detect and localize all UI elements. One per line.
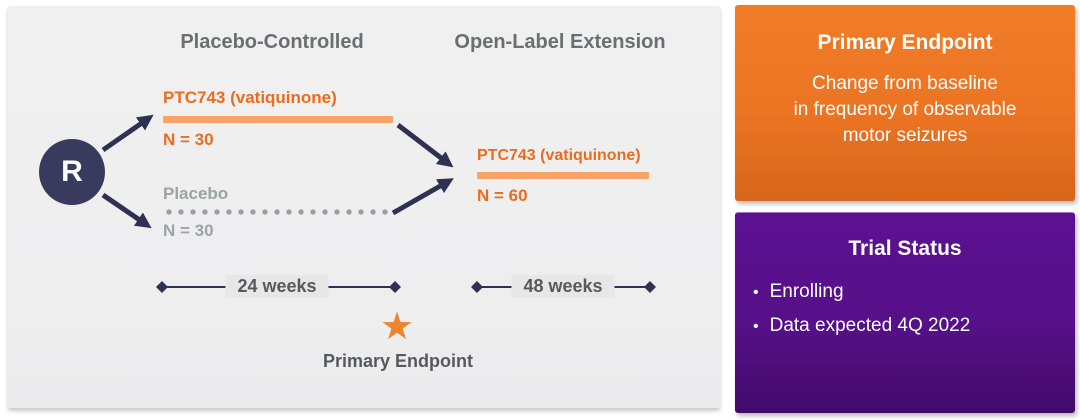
trial-status-card-title: Trial Status [848, 237, 962, 260]
extension-arm-label: PTC743 (vatiquinone) [477, 147, 641, 164]
timeline2-diamond-right [644, 281, 656, 293]
randomize-arrow-down [101, 192, 152, 229]
primary-endpoint-card: Primary Endpoint Change from baseline in… [735, 5, 1075, 201]
trial-design-panel: Placebo-Controlled Open-Label Extension [8, 6, 720, 408]
timeline1-label: 24 weeks [225, 275, 329, 298]
arm2-dotted-bar [163, 209, 391, 215]
phase1-header: Placebo-Controlled [180, 31, 364, 53]
bullet-icon: • [753, 284, 759, 301]
trial-status-bullet-text: Data expected 4Q 2022 [769, 315, 971, 336]
randomization-node: R [39, 139, 105, 205]
list-item: • Data expected 4Q 2022 [753, 309, 1075, 343]
endpoint-body-line: Change from baseline [812, 73, 998, 94]
extension-arm-n: N = 60 [477, 186, 528, 205]
trial-status-card: Trial Status • Enrolling • Data expected… [735, 212, 1075, 413]
trial-status-bullet-list: • Enrolling • Data expected 4Q 2022 [735, 275, 1075, 343]
arm1-n: N = 30 [163, 130, 214, 149]
arm1-label: PTC743 (vatiquinone) [163, 88, 337, 107]
endpoint-body-line: motor seizures [842, 125, 968, 146]
randomize-arrow-up [101, 114, 154, 153]
arm1-bar [163, 116, 393, 123]
timeline1-diamond-left [156, 281, 168, 293]
connector-layer [101, 114, 656, 293]
endpoint-body-line: in frequency of observable [793, 99, 1017, 120]
arm2-n: N = 30 [163, 221, 214, 240]
trial-status-bullet-text: Enrolling [769, 281, 844, 302]
primary-endpoint-card-title: Primary Endpoint [817, 31, 993, 54]
timeline2-diamond-left [471, 281, 483, 293]
arm2-label: Placebo [163, 184, 229, 203]
list-item: • Enrolling [753, 275, 1075, 309]
primary-endpoint-marker-label: Primary Endpoint [322, 351, 474, 371]
timeline2-label: 48 weeks [511, 275, 615, 298]
extension-arrow-upper [396, 123, 454, 168]
primary-endpoint-star-icon: ★ [379, 306, 415, 348]
extension-arm-bar [477, 172, 649, 179]
phase2-header: Open-Label Extension [454, 31, 666, 53]
bullet-icon: • [753, 318, 759, 335]
extension-arrow-lower [391, 178, 454, 216]
randomization-label: R [61, 155, 83, 188]
timeline1-diamond-right [389, 281, 401, 293]
primary-endpoint-card-body: Change from baseline in frequency of obs… [735, 71, 1075, 149]
